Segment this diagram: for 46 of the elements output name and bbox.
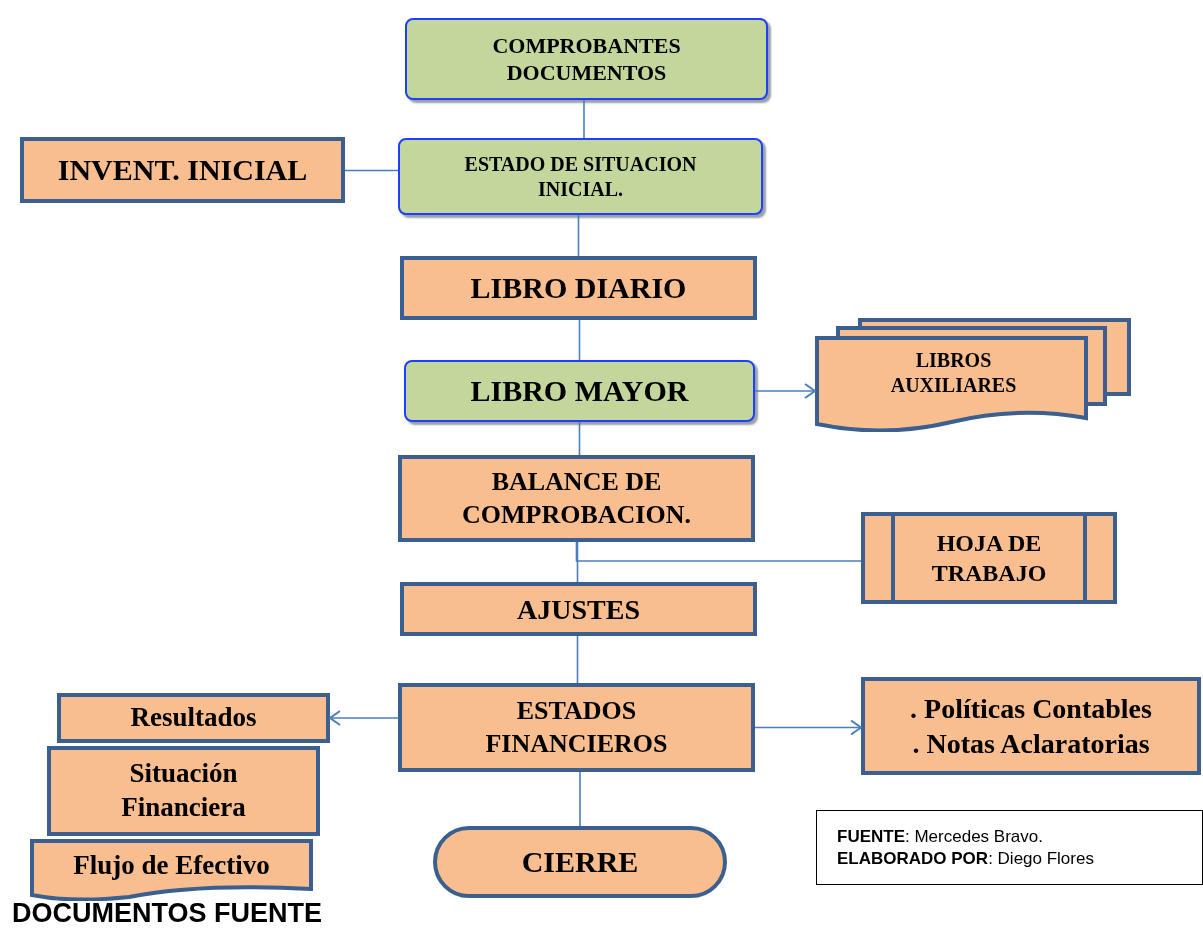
process-box	[398, 683, 755, 772]
process-box	[47, 746, 320, 836]
document-shape	[30, 839, 313, 901]
source-note-box	[816, 810, 1203, 885]
node-label: INVENT. INICIAL	[57, 152, 308, 189]
process-box	[404, 360, 755, 422]
connector-line	[576, 541, 579, 583]
process-box	[398, 138, 763, 215]
connector-line	[579, 771, 581, 827]
node-label: LIBRO DIARIO	[470, 270, 687, 307]
source-note: FUENTE: Mercedes Bravo.	[837, 826, 1043, 848]
node-label: Situación Financiera	[120, 757, 247, 824]
connector-line	[344, 169, 399, 172]
arrow	[754, 383, 816, 399]
node-label: LIBROS AUXILIARES	[889, 348, 1018, 398]
node-label: Resultados	[130, 701, 257, 735]
process-box	[400, 582, 757, 636]
node-label: BALANCE DE COMPROBACION.	[461, 466, 692, 531]
connector-line	[578, 421, 581, 456]
process-box	[20, 137, 345, 203]
node-label: ESTADO DE SITUACION INICIAL.	[463, 151, 698, 202]
arrow	[754, 719, 862, 736]
node-label: HOJA DE TRABAJO	[930, 529, 1048, 588]
process-box	[57, 693, 330, 743]
predefined-process-box	[861, 512, 1117, 604]
process-box	[861, 677, 1201, 775]
source-note: ELABORADO POR: Diego Flores	[837, 847, 1094, 869]
node-label: . Notas Aclaratorias	[912, 727, 1150, 761]
node-label: AJUSTES	[517, 592, 640, 627]
node-label: COMPROBANTES DOCUMENTOS	[491, 31, 682, 87]
arrow	[329, 710, 399, 726]
multi-document-shape	[815, 318, 1132, 432]
node-label: . Políticas Contables	[910, 692, 1152, 726]
connector-line	[575, 541, 862, 562]
process-box	[398, 455, 755, 542]
connector-line	[578, 319, 581, 361]
node-label: Flujo de Efectivo	[73, 849, 270, 883]
connector-line	[577, 214, 580, 257]
process-box	[400, 256, 757, 320]
node-label: CIERRE	[521, 844, 639, 881]
connector-line	[583, 99, 585, 139]
process-box	[405, 18, 768, 100]
node-label: LIBRO MAYOR	[470, 373, 689, 410]
connector-line	[576, 635, 579, 684]
node-label: ESTADOS FINANCIEROS	[484, 695, 669, 760]
diagram-caption: DOCUMENTOS FUENTE	[12, 900, 322, 927]
